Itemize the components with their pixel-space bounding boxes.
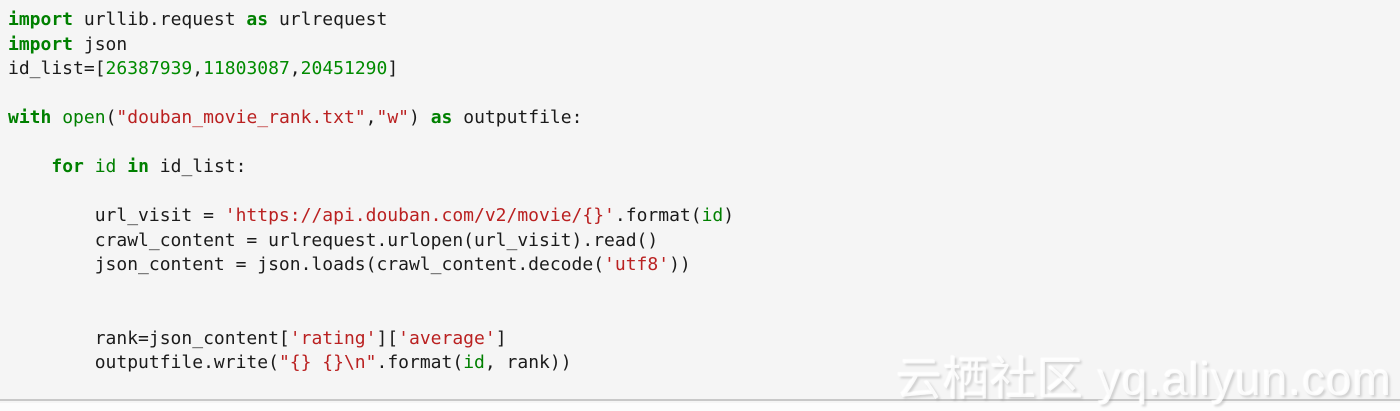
code-token: urllib.request: [73, 9, 247, 30]
code-token: id_list:: [148, 156, 247, 177]
code-token: id_list=[: [8, 58, 106, 79]
code-token: ]: [387, 58, 399, 79]
code-token: , rank)): [484, 352, 572, 373]
code-token: 26387939: [105, 58, 193, 79]
code-token: "{} {}\n": [278, 352, 377, 373]
code-token: id: [94, 156, 117, 177]
code-token: ): [723, 205, 735, 226]
code-token: ): [409, 107, 431, 128]
code-token: rank=json_content[: [8, 327, 290, 349]
code-line: [8, 131, 1400, 156]
code-token: import: [8, 9, 74, 30]
code-token: 'rating': [289, 327, 377, 349]
code-token: open: [62, 107, 106, 128]
code-token: id: [701, 205, 724, 226]
code-token: 11803087: [203, 58, 290, 79]
code-token: (: [105, 107, 117, 128]
code-line: json_content = json.loads(crawl_content.…: [8, 253, 1400, 278]
code-token: [51, 107, 62, 128]
code-token: "douban_movie_rank.txt": [116, 107, 366, 128]
code-line: [8, 82, 1400, 107]
code-token: [116, 156, 127, 177]
code-token: as: [430, 107, 453, 128]
code-token: ][: [376, 327, 399, 349]
code-token: outputfile:: [452, 107, 583, 128]
code-line: import urllib.request as urlrequest: [8, 8, 1400, 33]
code-token: json_content = json.loads(crawl_content.…: [8, 254, 605, 275]
code-token: .format(: [376, 352, 464, 373]
code-line: [8, 278, 1400, 303]
code-token: url_visit =: [8, 205, 225, 226]
code-token: ,: [365, 107, 377, 128]
code-token: )): [669, 254, 691, 275]
code-token: json: [73, 33, 128, 55]
code-token: outputfile.write(: [8, 352, 279, 373]
code-token: for: [51, 156, 84, 177]
code-token: "w": [376, 107, 410, 128]
bottom-edge-strip: [0, 403, 1400, 411]
code-token: ]: [495, 327, 507, 349]
code-token: crawl_content = urlrequest.urlopen(url_v…: [8, 229, 659, 251]
code-token: 'https://api.douban.com/v2/movie/{}': [224, 205, 615, 226]
code-token: id: [463, 352, 485, 373]
code-line: with open("douban_movie_rank.txt","w") a…: [8, 106, 1400, 131]
code-line: outputfile.write("{} {}\n".format(id, ra…: [8, 351, 1400, 376]
code-line: rank=json_content['rating']['average']: [8, 327, 1400, 352]
code-token: ,: [192, 58, 204, 79]
code-token: [84, 156, 95, 177]
code-line: import json: [8, 33, 1400, 58]
code-line: [8, 302, 1400, 327]
code-line: id_list=[26387939,11803087,20451290]: [8, 57, 1400, 82]
code-token: [8, 156, 51, 177]
code-token: ,: [289, 58, 301, 79]
code-token: 'utf8': [604, 254, 670, 275]
code-line: [8, 180, 1400, 205]
code-token: 'average': [398, 327, 496, 349]
code-token: .format(: [614, 205, 702, 226]
code-line: for id in id_list:: [8, 155, 1400, 180]
code-token: urlrequest: [268, 9, 388, 30]
code-token: in: [127, 156, 149, 177]
code-line: url_visit = 'https://api.douban.com/v2/m…: [8, 204, 1400, 229]
code-token: as: [246, 9, 269, 30]
code-token: with: [8, 107, 52, 128]
code-token: 20451290: [300, 58, 388, 79]
code-token: import: [8, 33, 74, 55]
code-line: crawl_content = urlrequest.urlopen(url_v…: [8, 229, 1400, 254]
